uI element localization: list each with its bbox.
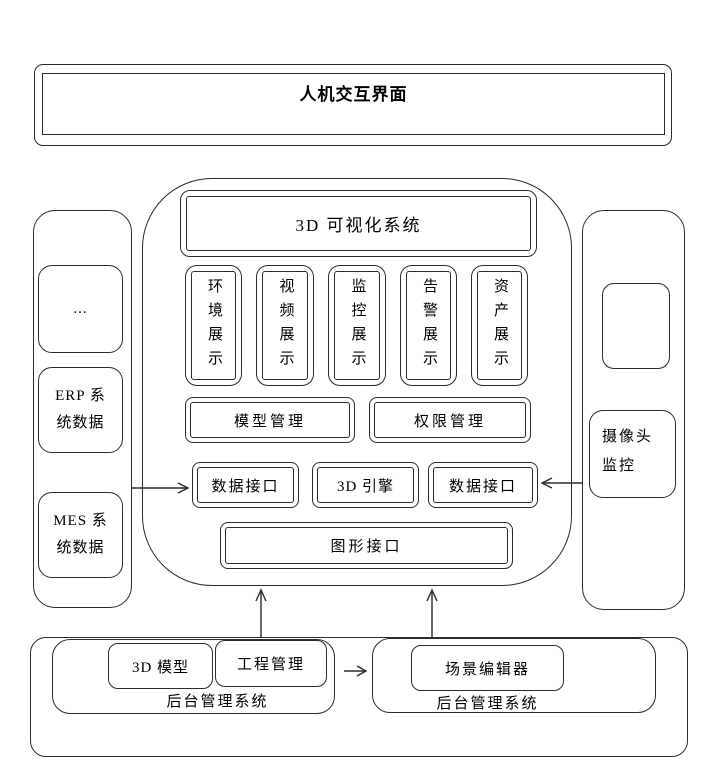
erp-data-label: ERP 系 统数据	[55, 388, 106, 431]
arrow-up-right	[426, 588, 438, 637]
hmi-inner-box: 人机交互界面	[42, 73, 665, 135]
bottom-backend-section: 3D 模型 工程管理 后台管理系统 场景编辑器 后台管理系统	[30, 637, 688, 757]
camera-monitor-label: 摄像头 监控	[602, 429, 654, 474]
camera-empty-box	[602, 283, 670, 369]
backend-system-right: 场景编辑器 后台管理系统	[372, 638, 656, 713]
erp-data-box: ERP 系 统数据	[38, 367, 123, 453]
visualization-container: 3D 可视化系统 环境展示 视频展示 监控展示 告警展示 资产展示	[142, 178, 572, 586]
arrow-up-left	[255, 588, 267, 637]
camera-monitor-box: 摄像头 监控	[589, 410, 676, 498]
right-camera-panel: 摄像头 监控	[582, 210, 685, 610]
data-interface-right-box: 数据接口	[428, 462, 538, 508]
graphics-interface-box: 图形接口	[220, 522, 513, 569]
model-management-box: 模型管理	[185, 397, 355, 443]
backend-right-label: 后台管理系统	[436, 696, 539, 712]
viz-system-title: 3D 可视化系统	[295, 216, 422, 235]
data-interface-left-box: 数据接口	[192, 462, 299, 508]
engine-3d-box: 3D 引擎	[312, 462, 419, 508]
module-asset-display: 资产展示	[471, 265, 528, 386]
hmi-outer-box: 人机交互界面	[34, 64, 672, 146]
module-alarm-display: 告警展示	[400, 265, 457, 386]
other-data-box: ...	[38, 265, 123, 353]
viz-system-box: 3D 可视化系统	[180, 190, 537, 257]
scene-editor-box: 场景编辑器	[411, 645, 564, 691]
module-env-display: 环境展示	[185, 265, 242, 386]
module-video-display: 视频展示	[256, 265, 314, 386]
backend-system-left: 3D 模型 工程管理 后台管理系统	[52, 639, 335, 714]
other-data-label: ...	[73, 300, 88, 317]
backend-left-label: 后台管理系统	[166, 694, 269, 710]
model-3d-box: 3D 模型	[108, 643, 213, 689]
mes-data-label: MES 系 统数据	[53, 513, 108, 556]
hmi-title: 人机交互界面	[299, 85, 408, 104]
mes-data-box: MES 系 统数据	[38, 492, 123, 578]
project-management-box: 工程管理	[215, 640, 327, 687]
permission-management-box: 权限管理	[369, 397, 531, 443]
module-monitor-display: 监控展示	[328, 265, 386, 386]
left-data-panel: ... ERP 系 统数据 MES 系 统数据	[33, 210, 132, 608]
